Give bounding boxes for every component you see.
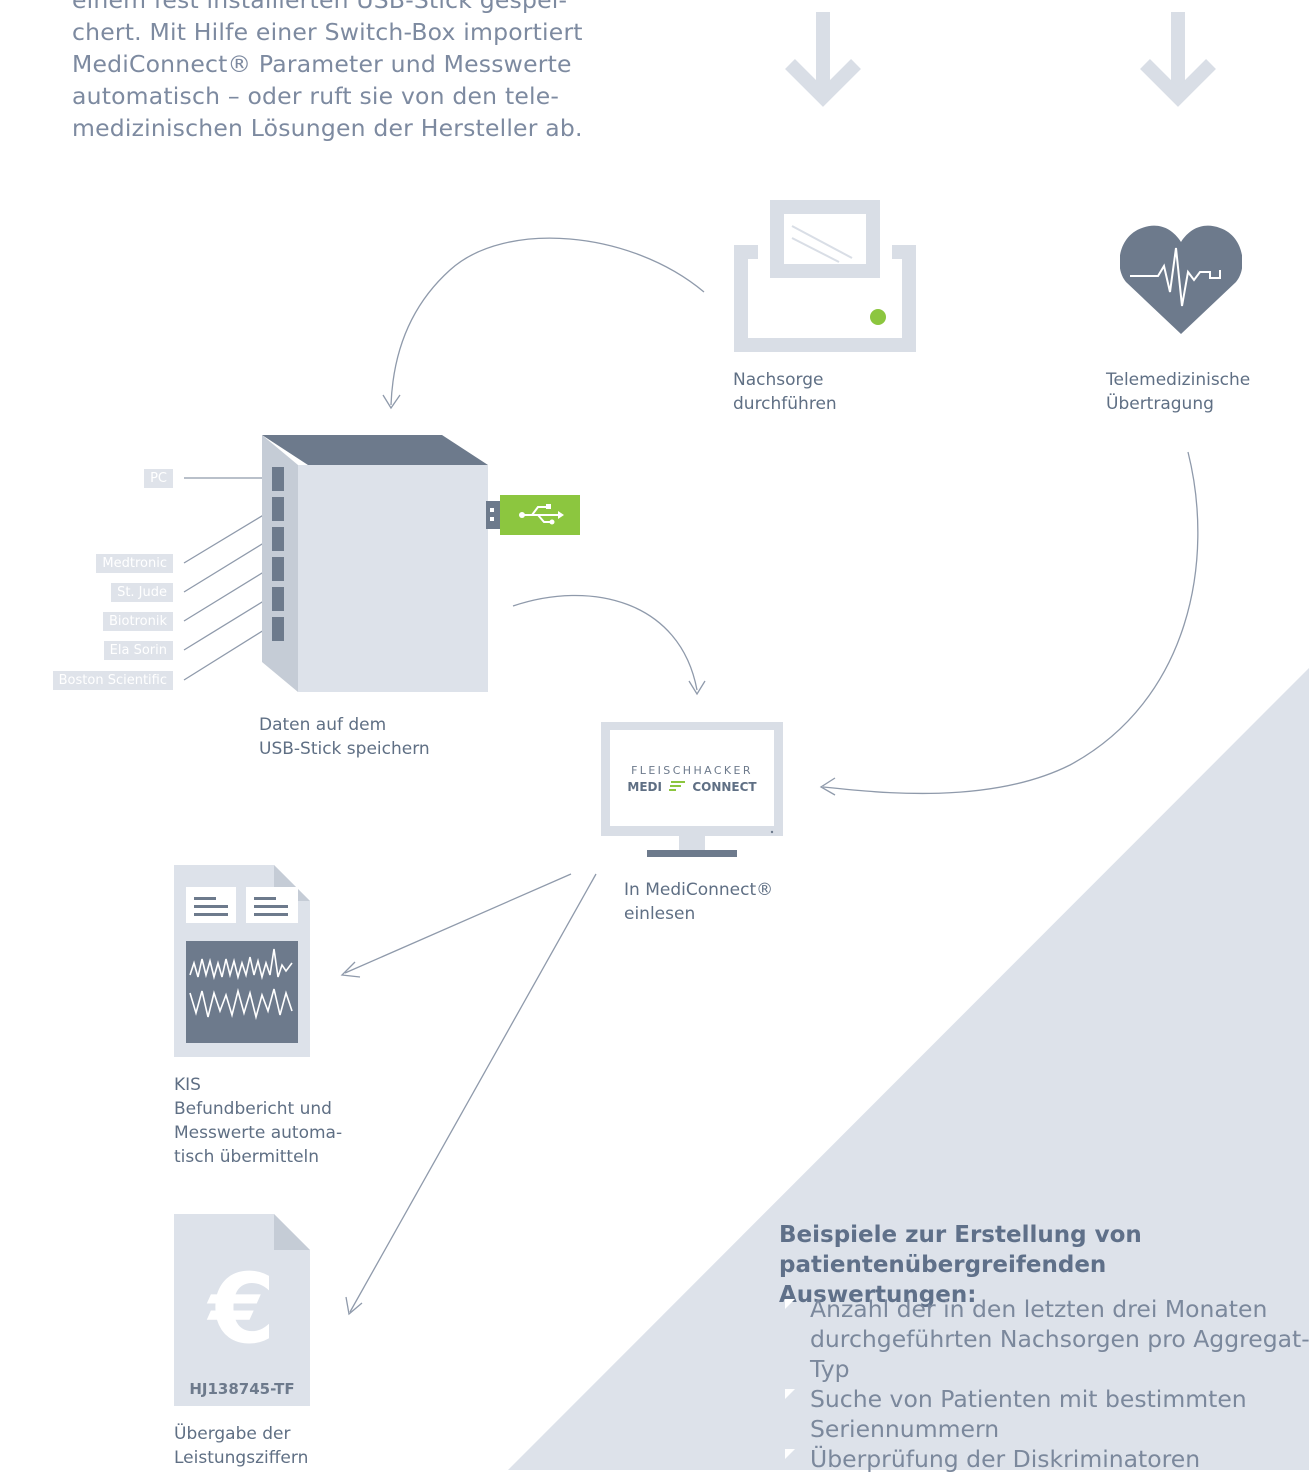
arrowhead-monitor-top: [688, 680, 706, 696]
connector-switchbox-to-monitor: [512, 594, 698, 691]
bullet-marker-icon: [785, 1299, 795, 1309]
port-label-biotronik: Biotronik: [103, 612, 173, 631]
port-label-stjude: St. Jude: [111, 583, 173, 602]
port-label-medtronic: Medtronic: [96, 554, 173, 573]
switch-box-icon: [262, 435, 488, 692]
bullet-marker-icon: [785, 1389, 795, 1399]
monitor-brand-top: FLEISCHHACKER: [631, 764, 753, 777]
arrowhead-switchbox: [382, 394, 401, 410]
list-item-text: Anzahl der in den letzten drei Monaten d…: [810, 1295, 1309, 1383]
caption-leistung: Übergabe der Leistungsziffern: [174, 1424, 309, 1468]
caption-mediconnect: In MediConnect® einlesen: [624, 880, 774, 924]
list-item-text: Überprüfung der Diskriminatoren: [810, 1445, 1201, 1473]
arrow-down-icon: [1140, 12, 1216, 107]
bullet-marker-icon: [785, 1449, 795, 1459]
monitor-brand-left: MEDI: [627, 780, 662, 794]
usb-stick-icon: [486, 495, 580, 535]
port-label-pc: PC: [144, 469, 173, 488]
monitor-icon: FLEISCHHACKER MEDI CONNECT: [601, 722, 783, 858]
arrowhead-monitor-right: [819, 777, 836, 796]
intro-paragraph: einem fest installierten USB-Stick gespe…: [72, 0, 583, 142]
caption-usb: Daten auf dem USB-Stick speichern: [259, 715, 430, 759]
connector-heart-to-monitor: [822, 451, 1199, 795]
printer-icon: [734, 200, 916, 352]
list-item-text: Suche von Patienten mit bestimmten Serie…: [810, 1385, 1247, 1443]
list-item: Suche von Patienten mit bestimmten Serie…: [779, 1384, 1309, 1444]
panel-title: Beispiele zur Erstellung von patientenüb…: [779, 1222, 1142, 1308]
report-document-icon: [174, 865, 310, 1057]
connector-monitor-to-kis: [344, 873, 572, 974]
caption-nachsorge: Nachsorge durchführen: [733, 370, 837, 414]
mediconnect-logo-icon: [669, 781, 686, 791]
port-label-elasorin: Ela Sorin: [103, 641, 173, 660]
invoice-code: HJ138745-TF: [189, 1380, 295, 1398]
invoice-document-icon: [174, 1214, 310, 1406]
panel-bullet-list: Anzahl der in den letzten drei Monaten d…: [779, 1294, 1309, 1474]
caption-telemedizin: Telemedizinische Übertragung: [1106, 370, 1251, 414]
connector-printer-to-switchbox: [390, 237, 705, 406]
arrowhead-invoice: [345, 1296, 363, 1316]
monitor-brand-right: CONNECT: [692, 780, 757, 794]
port-label-boston: Boston Scientific: [52, 671, 173, 690]
connector-monitor-to-invoice: [349, 873, 597, 1313]
euro-icon: €: [208, 1253, 276, 1365]
list-item: Überprüfung der Diskriminatoren: [779, 1444, 1309, 1474]
arrow-down-icon: [785, 12, 861, 107]
caption-kis: KIS Befundbericht und Messwerte automa- …: [174, 1075, 343, 1167]
arrowhead-kis: [340, 961, 361, 978]
list-item: Anzahl der in den letzten drei Monaten d…: [779, 1294, 1309, 1384]
heart-ecg-icon: [1120, 225, 1242, 334]
monitor-brand-logo: MEDI CONNECT: [610, 779, 774, 795]
